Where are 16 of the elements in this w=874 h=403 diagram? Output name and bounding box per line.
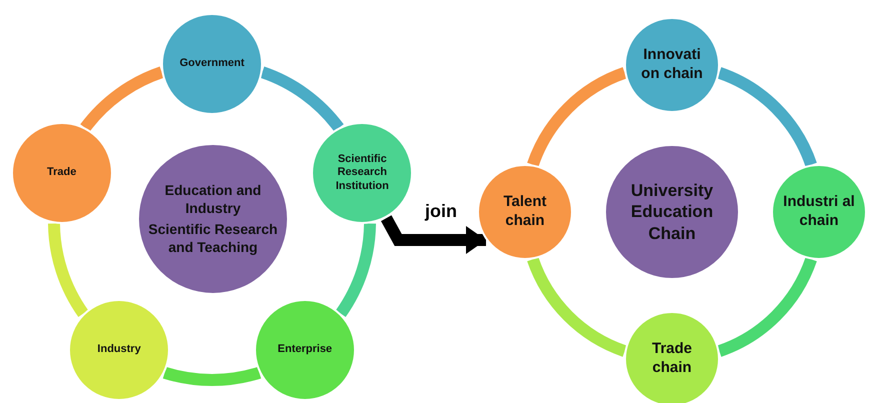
ring-arc (336, 223, 376, 317)
node-label: Innovati on chain (640, 46, 704, 84)
ring-arc (163, 366, 261, 386)
node-label: Talent chain (502, 193, 548, 231)
node-label: Trade chain (650, 340, 694, 378)
arrow (380, 215, 486, 254)
node-label: Government (180, 57, 244, 71)
node-label: Scientific Research Institution (334, 152, 390, 194)
node-label: Education and Industry (164, 182, 262, 217)
node-label: Industri al chain (782, 193, 856, 231)
node-label: University Education Chain (630, 180, 714, 244)
node-label: Enterprise (278, 342, 332, 357)
node-label: Industry (97, 342, 141, 357)
node-label: Trade (47, 166, 76, 180)
node-label: Scientific Research and Teaching (147, 221, 279, 256)
ring-arc (48, 223, 88, 317)
